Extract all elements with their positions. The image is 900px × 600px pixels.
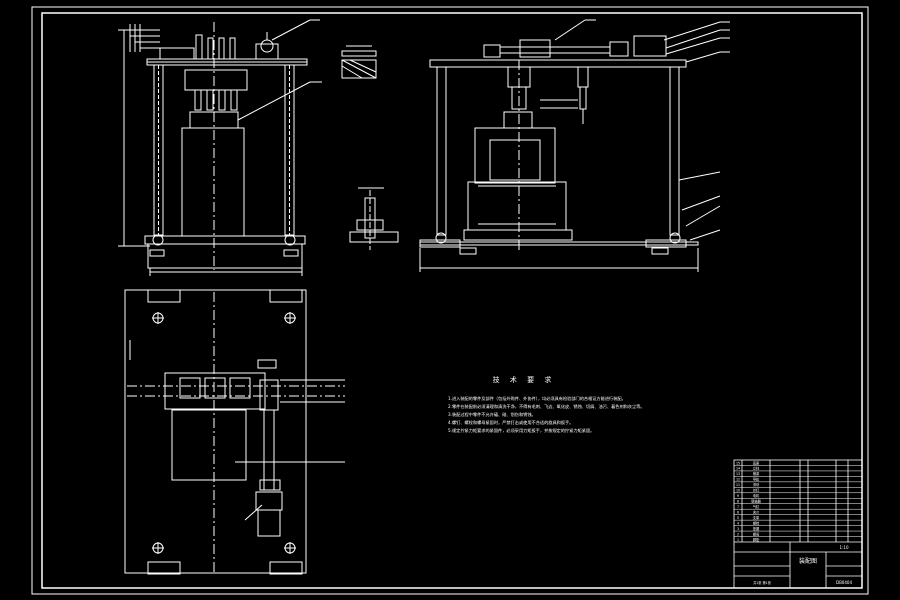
parts-list-item-number: 14	[736, 467, 740, 471]
parts-list-item-name: 丝杠	[753, 488, 760, 493]
parts-list-item-name: 滑块	[753, 482, 760, 487]
parts-list-item-number: 13	[736, 472, 740, 476]
parts-list-item-number: 2	[737, 532, 739, 536]
drawing-title: 装配图	[799, 557, 817, 565]
drawing-frame	[31, 6, 869, 595]
parts-list-item-name: 联轴器	[751, 499, 761, 504]
parts-list-item-name: 立柱	[753, 466, 760, 471]
parts-list-item-number: 4	[737, 521, 739, 525]
parts-list-item-number: 1	[737, 538, 739, 542]
technical-requirement-line: 4.螺钉、螺栓和螺母紧固时，严禁打击或使用不合适的旋具和扳手。	[448, 419, 573, 426]
parts-list-item-number: 12	[736, 478, 740, 482]
parts-list-item-name: 电机	[753, 493, 760, 498]
side-elevation-view	[419, 19, 730, 272]
parts-list-item-name: 底座	[753, 460, 760, 465]
parts-list-item-name: 横梁	[753, 471, 760, 476]
parts-list-item-name: 垫圈	[753, 526, 759, 531]
technical-requirement-line: 3.装配过程中零件不允许磕、碰、划伤和锈蚀。	[448, 411, 536, 418]
scale-label: 1:10	[840, 545, 849, 550]
parts-list-item-number: 3	[737, 527, 739, 531]
section-detail-top	[341, 45, 377, 79]
parts-list-item-number: 9	[737, 494, 739, 498]
parts-list-item-name: 夹爪	[753, 509, 760, 514]
technical-requirement-line: 2.零件在装配前必须清理和清洗干净，不得有毛刺、飞边、氧化皮、锈蚀、切屑、油污、…	[448, 403, 645, 410]
title-block-text: 装配图 DB0404 1:10 共1张 第1张	[753, 545, 852, 585]
parts-list-item-name: 气缸	[753, 504, 760, 509]
plan-view	[124, 289, 345, 575]
parts-list-item-number: 15	[736, 461, 740, 465]
drawing-number: DB0404	[836, 580, 852, 585]
parts-list-item-name: 支架	[753, 515, 760, 520]
technical-requirement-line: 5.规定拧紧力矩要求的紧固件，必须采用力矩扳手，并按规定的拧紧力矩紧固。	[448, 427, 594, 434]
parts-list-item-name: 螺栓	[753, 520, 760, 525]
parts-list-item-name: 螺母	[753, 531, 759, 536]
section-detail-middle	[349, 187, 399, 250]
parts-list-item-number: 5	[737, 516, 739, 520]
parts-list-item-number: 11	[736, 483, 740, 487]
technical-requirements-title: 技 术 要 求	[493, 375, 556, 384]
technical-requirements: 技 术 要 求 1.进入装配的零件及部件（包括外购件、外协件），均必须具有检验部…	[448, 375, 645, 434]
parts-list-item-name: 脚垫	[753, 537, 760, 542]
parts-list-item-name: 导轨	[753, 477, 760, 482]
front-elevation-view	[118, 19, 322, 276]
title-block	[733, 459, 863, 589]
parts-list-item-number: 7	[737, 505, 739, 509]
parts-list-item-number: 10	[736, 489, 740, 493]
technical-requirement-line: 1.进入装配的零件及部件（包括外购件、外协件），均必须具有检验部门的合格证方能进…	[448, 395, 626, 402]
sheet-label: 共1张 第1张	[753, 580, 772, 585]
parts-list-item-number: 8	[737, 500, 739, 504]
parts-list-item-number: 6	[737, 510, 739, 514]
